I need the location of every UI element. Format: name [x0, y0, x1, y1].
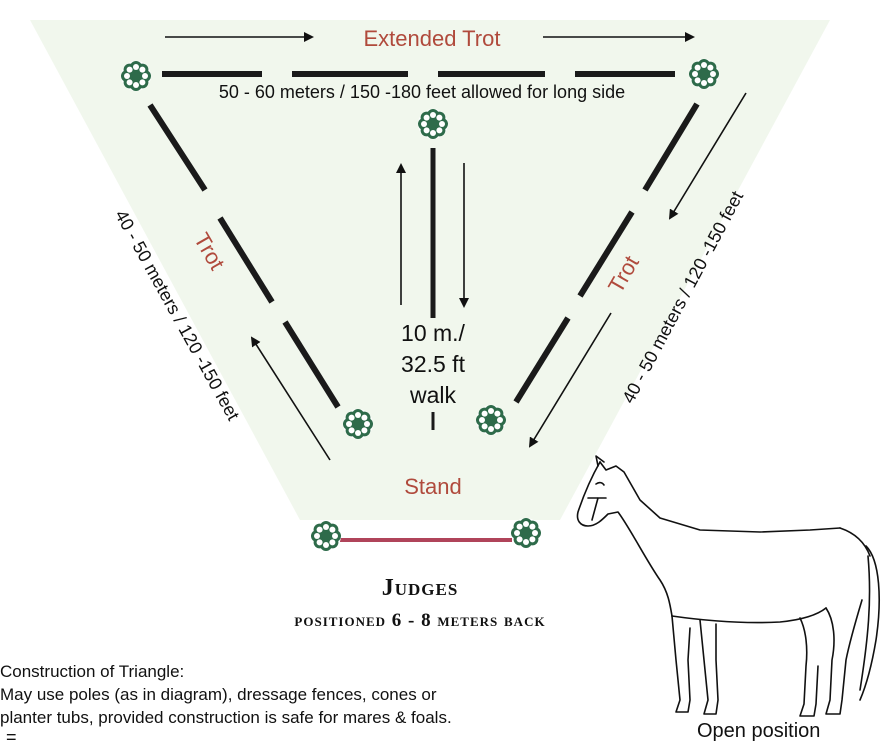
horse-illustration — [576, 455, 880, 717]
flower-marker-top-right — [689, 59, 719, 89]
construction-notes: Construction of Triangle: May use poles … — [0, 660, 452, 729]
flower-marker-left-bottom — [343, 409, 373, 439]
arrow-right-lower — [528, 312, 612, 448]
flower-marker-stand-right — [511, 518, 541, 548]
flower-marker-center-top — [418, 109, 448, 139]
extended-trot-label: Extended Trot — [364, 26, 501, 51]
long-side-label: 50 - 60 meters / 150 -180 feet allowed f… — [219, 82, 625, 102]
notes-line-2: May use poles (as in diagram), dressage … — [0, 685, 437, 704]
flower-marker-stand-left — [311, 521, 341, 551]
judges-subtitle: positioned 6 - 8 meters back — [294, 610, 546, 631]
stand-label: Stand — [404, 474, 462, 499]
flower-marker-top-left — [121, 61, 151, 91]
arrow-left-up — [250, 336, 331, 461]
notes-line-3: planter tubs, provided construction is s… — [0, 708, 452, 727]
walk-label-line1: 10 m./ — [401, 320, 466, 346]
walk-label-line3: walk — [409, 382, 457, 408]
flower-marker-right-bottom — [476, 405, 506, 435]
left-side-poles — [147, 103, 341, 409]
judges-title: Judges — [381, 575, 459, 601]
field-background — [30, 20, 830, 520]
arrow-right-upper — [668, 92, 747, 220]
margin-mark: = — [6, 727, 17, 747]
walk-label-line2: 32.5 ft — [401, 351, 466, 377]
direction-arrows — [165, 32, 747, 461]
right-side-poles — [513, 102, 700, 404]
horse-caption: Open position — [697, 720, 821, 742]
notes-line-1: Construction of Triangle: — [0, 662, 185, 681]
